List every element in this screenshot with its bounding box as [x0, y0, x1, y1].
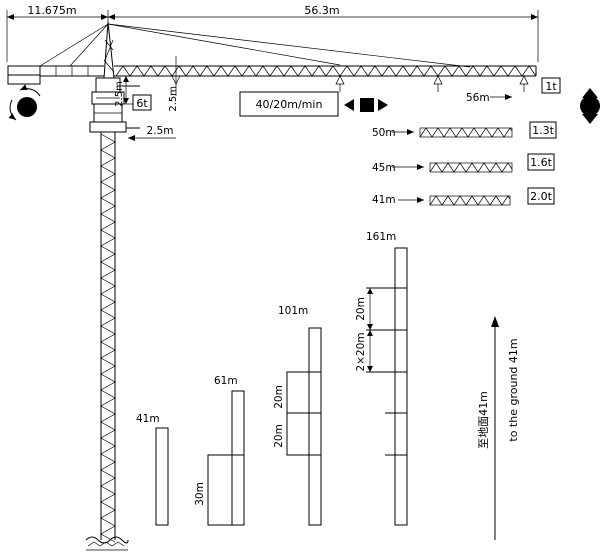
tip-load-box [541, 77, 561, 94]
ground-label-cn: 至地面41m [477, 391, 490, 449]
height-161-label: 161m [366, 231, 396, 243]
height-config-61 [207, 390, 245, 526]
counter-jib [7, 65, 104, 85]
load-row-radius: 45m [372, 162, 396, 174]
ground-base [85, 536, 129, 551]
jib-ties [107, 23, 471, 68]
side-dimension-label: 2.5m [147, 125, 174, 137]
load-row: 45m 1.6t [372, 153, 555, 174]
ground-arrow [491, 316, 499, 540]
load-row-radius: 50m [372, 127, 396, 139]
height-41-label: 41m [136, 413, 160, 425]
jib-truss [114, 65, 537, 77]
side-dimension [128, 135, 176, 141]
trolley-hook-dimension-label: 2.5m [114, 81, 125, 107]
speed-box [239, 91, 339, 117]
section-30-label: 30m [194, 482, 206, 506]
tip-load-label: 1t [545, 80, 557, 93]
section-20-label: 20m [355, 297, 367, 321]
hoist-up-down-icon [580, 88, 600, 124]
ground-label-en: to the ground 41m [507, 338, 520, 441]
load-row-load: 1.6t [530, 156, 552, 169]
slewing-rotation-icon [8, 84, 41, 121]
counter-jib-dimension: 11.675m [27, 4, 76, 17]
main-load-box [132, 94, 152, 111]
load-row: 41m 2.0t [372, 187, 555, 206]
section-2x20-label: 2×20m [355, 332, 367, 371]
load-row-load: 1.3t [532, 124, 554, 137]
height-61-label: 61m [214, 375, 238, 387]
hook-dimension-label: 2.5m [168, 86, 179, 112]
tip-radius-label: 56m [466, 92, 490, 104]
trolley-hook-near [168, 56, 184, 96]
section-20-label: 20m [273, 385, 285, 409]
main-load-label: 6t [136, 97, 148, 110]
tower-mast [100, 132, 116, 543]
load-row-radius: 41m [372, 194, 396, 206]
dimension-lines [6, 10, 539, 62]
height-config-41 [155, 427, 169, 526]
height-101-label: 101m [278, 305, 308, 317]
trolley-travel-icon [344, 98, 388, 112]
height-config-101 [286, 327, 322, 526]
counter-jib-ties [39, 23, 109, 67]
load-row: 50m 1.3t [372, 121, 557, 139]
load-row-load: 2.0t [530, 190, 552, 203]
height-config-161 [366, 247, 408, 526]
jib-dimension: 56.3m [304, 4, 339, 17]
trolley-hooks [335, 75, 529, 92]
hook-height-dimension [118, 76, 134, 105]
speed-label: 40/20m/min [256, 98, 323, 111]
tower-head [103, 21, 115, 79]
section-20-label: 20m [273, 424, 285, 448]
